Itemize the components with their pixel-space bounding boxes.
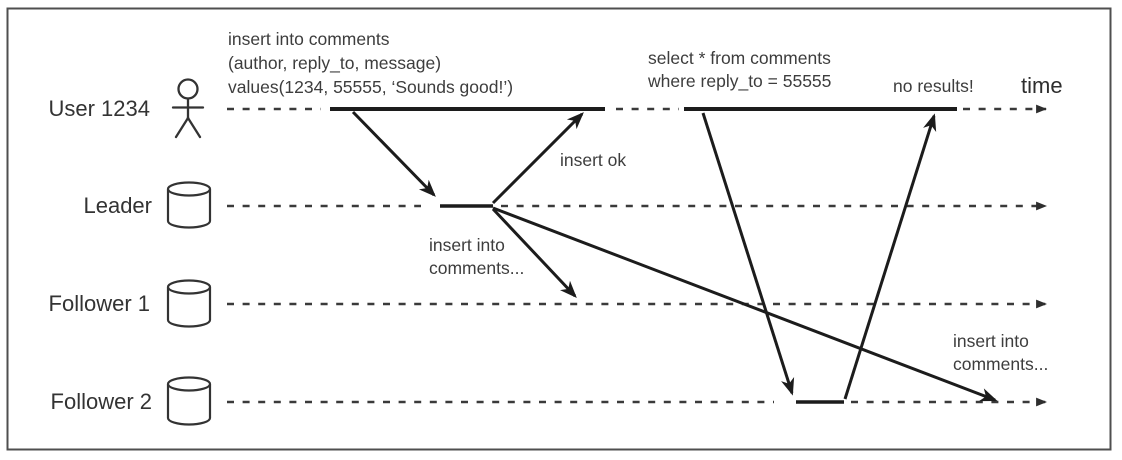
leader-database-icon [166,181,212,229]
replicate-f2-line1: insert into [953,331,1029,351]
lane-label-follower2: Follower 2 [51,389,152,414]
select-to-follower2-arrow [701,112,795,396]
replicate-f1-line2: comments... [429,258,524,278]
replicate-f2-line2: comments... [953,354,1048,374]
no-results-label: no results! [893,76,974,96]
follower1-database-icon [166,279,212,328]
insert-query-line3: values(1234, 55555, ‘Sounds good!’) [228,77,513,97]
insert-to-leader-arrow [351,110,436,197]
replicate-to-follower2-arrow [492,206,998,402]
replicate-follower1-label: insert into comments... [429,235,524,278]
time-axis-label: time [1021,73,1063,98]
lane-label-user: User 1234 [48,96,150,121]
follower2-database-icon [166,376,212,426]
insert-ok-arrow [491,112,584,205]
lane-label-follower1: Follower 1 [49,291,150,316]
select-query-line1: select * from comments [648,48,831,68]
select-query-label: select * from comments where reply_to = … [647,48,831,92]
insert-ok-label: insert ok [560,150,626,170]
replicate-follower2-label: insert into comments... [953,331,1048,374]
insert-query-line1: insert into comments [228,29,390,49]
lane-label-leader: Leader [83,193,152,218]
select-query-line2: where reply_to = 55555 [647,71,831,92]
figure-border [6,7,1112,451]
replicate-f1-line1: insert into [429,235,505,255]
person-icon [171,78,205,139]
insert-query-label: insert into comments (author, reply_to, … [228,29,513,97]
insert-query-line2: (author, reply_to, message) [228,53,441,74]
replicate-to-follower1-arrow [491,207,577,298]
no-results-return-arrow [843,113,937,400]
